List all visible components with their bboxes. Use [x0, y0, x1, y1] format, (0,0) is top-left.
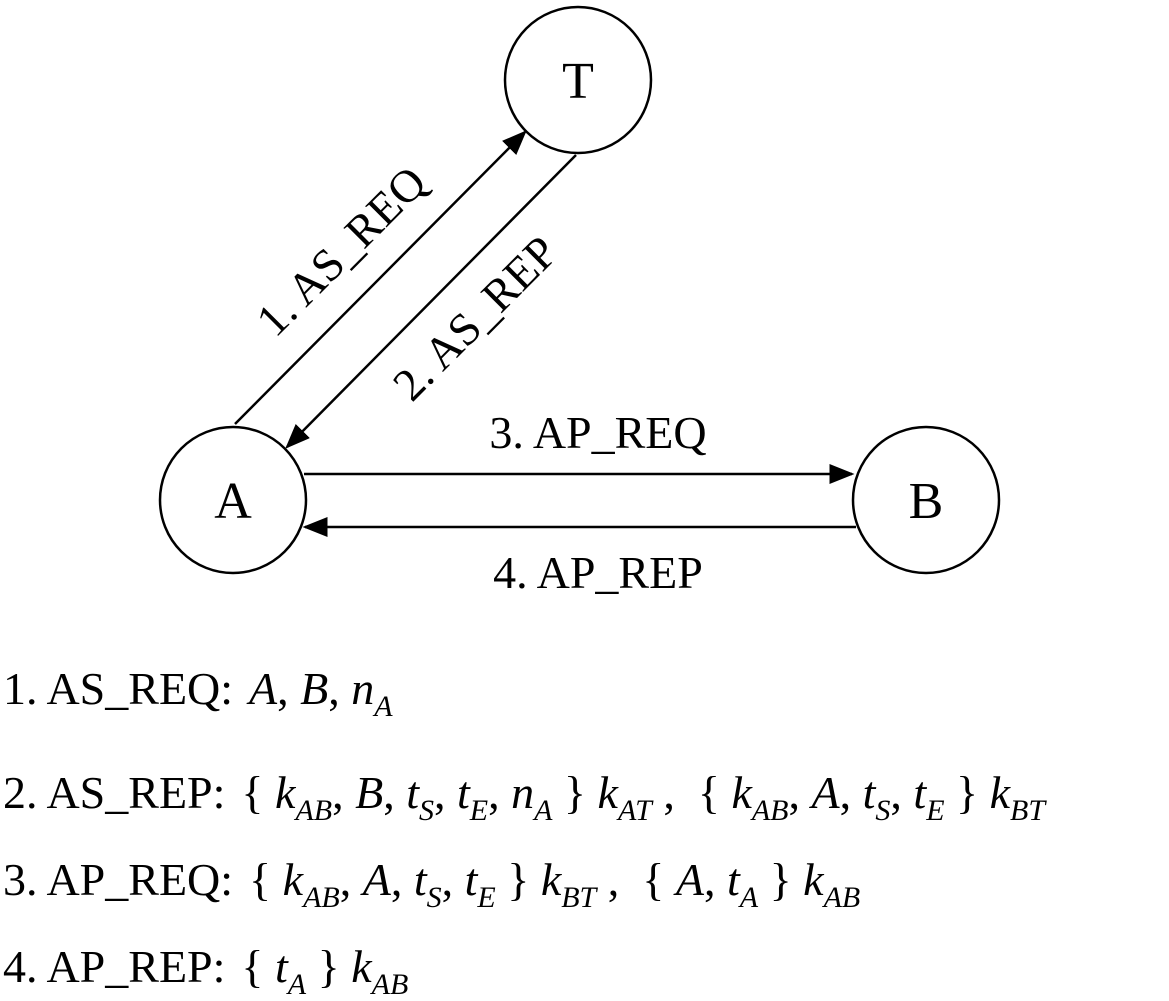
formula-var: t: [913, 767, 927, 818]
formula-var: t: [726, 854, 740, 905]
formula-punct: ,: [277, 663, 301, 714]
formula-var: A: [249, 663, 278, 714]
formula-punct: ,: [383, 767, 407, 818]
formula-var: k: [540, 854, 562, 905]
formula-punct: ,: [703, 854, 727, 905]
formula-punct: ,: [788, 767, 812, 818]
node-b-label: B: [909, 473, 944, 530]
formula-punct: ,: [839, 767, 863, 818]
formula-var: t: [406, 767, 419, 818]
formula-subscript: S: [426, 881, 442, 914]
message-row: 1. AS_REQ:A, B, nA: [3, 663, 393, 722]
formula-subscript: S: [418, 794, 434, 827]
formula-punct: ,: [332, 767, 356, 818]
formula-subscript: A: [534, 794, 553, 827]
protocol-diagram: T A B 1. AS_REQ 2. AS_REP 3. AP_REQ 4. A…: [158, 5, 1001, 598]
message-body: { kAB, A, tS, tE } kBT , { A, tA } kAB: [249, 854, 860, 913]
formula-punct: , {: [651, 767, 732, 818]
formula-var: t: [275, 941, 288, 992]
message-row: 4. AP_REP: { tA } kAB: [3, 941, 408, 1000]
formula-punct: ,: [433, 767, 457, 818]
edge-as-req-arrow: [234, 130, 527, 425]
formula-var: k: [731, 767, 752, 818]
formula-var: k: [989, 767, 1011, 818]
message-label: 1. AS_REQ:: [3, 663, 234, 714]
formula-subscript: A: [287, 968, 307, 1001]
formula-var: k: [351, 941, 372, 992]
formula-punct: ,: [890, 767, 914, 818]
node-a-label: A: [214, 473, 252, 530]
formula-punct: ,: [390, 854, 414, 905]
formula-var: A: [675, 854, 704, 905]
formula-var: t: [464, 854, 478, 905]
formula-subscript: E: [477, 881, 496, 914]
formula-subscript: AT: [617, 794, 652, 827]
formula-var: n: [511, 767, 535, 818]
edge-ap-req-label: 3. AP_REQ: [489, 407, 706, 458]
formula-subscript: BT: [561, 881, 597, 914]
formula-var: t: [413, 854, 427, 905]
message-body: { tA } kAB: [241, 941, 408, 1000]
formula-punct: {: [241, 767, 276, 818]
formula-var: B: [300, 663, 329, 714]
formula-subscript: AB: [751, 794, 789, 827]
formula-subscript: AB: [303, 881, 340, 914]
message-row: 3. AP_REQ:{ kAB, A, tS, tE } kBT , { A, …: [3, 854, 860, 913]
formula-var: k: [282, 854, 304, 905]
formula-punct: ,: [339, 854, 363, 905]
message-row: 2. AS_REP:{ kAB, B, tS, tE, nA } kAT , {…: [3, 767, 1045, 826]
formula-subscript: E: [469, 794, 489, 827]
formula-punct: }: [306, 941, 352, 992]
node-a: A: [158, 425, 308, 575]
formula-var: t: [862, 767, 876, 818]
formula-subscript: AB: [371, 968, 409, 1001]
message-label: 3. AP_REQ:: [3, 854, 234, 905]
formula-punct: {: [241, 941, 276, 992]
formula-subscript: A: [739, 881, 759, 914]
formula-punct: }: [552, 767, 598, 818]
formula-var: A: [811, 767, 840, 818]
formula-subscript: E: [926, 794, 945, 827]
node-t-label: T: [562, 53, 594, 110]
edge-ap-rep-label: 4. AP_REP: [493, 547, 703, 598]
formula-var: t: [456, 767, 470, 818]
formula-var: A: [362, 854, 391, 905]
formula-punct: , {: [596, 854, 676, 905]
node-b: B: [851, 425, 1001, 575]
node-t: T: [503, 5, 653, 155]
formula-subscript: BT: [1010, 794, 1046, 827]
formula-subscript: AB: [823, 881, 861, 914]
formula-punct: ,: [328, 663, 352, 714]
formula-punct: }: [495, 854, 541, 905]
message-body: { kAB, B, tS, tE, nA } kAT , { kAB, A, t…: [241, 767, 1045, 826]
edge-as-rep-arrow: [285, 154, 577, 449]
formula-punct: ,: [441, 854, 465, 905]
formula-punct: {: [249, 854, 283, 905]
formula-subscript: AB: [295, 794, 333, 827]
message-label: 2. AS_REP:: [3, 767, 226, 818]
formula-var: k: [597, 767, 618, 818]
edge-as-rep-label: 2. AS_REP: [383, 226, 567, 410]
message-label: 4. AP_REP:: [3, 941, 226, 992]
formula-subscript: A: [374, 690, 393, 723]
formula-var: k: [803, 854, 824, 905]
formula-var: B: [355, 767, 384, 818]
formula-subscript: S: [875, 794, 891, 827]
formula-var: n: [351, 663, 375, 714]
formula-punct: }: [944, 767, 990, 818]
formula-var: k: [275, 767, 296, 818]
formula-punct: }: [758, 854, 804, 905]
formula-punct: ,: [488, 767, 512, 818]
message-body: A, B, nA: [249, 663, 393, 722]
